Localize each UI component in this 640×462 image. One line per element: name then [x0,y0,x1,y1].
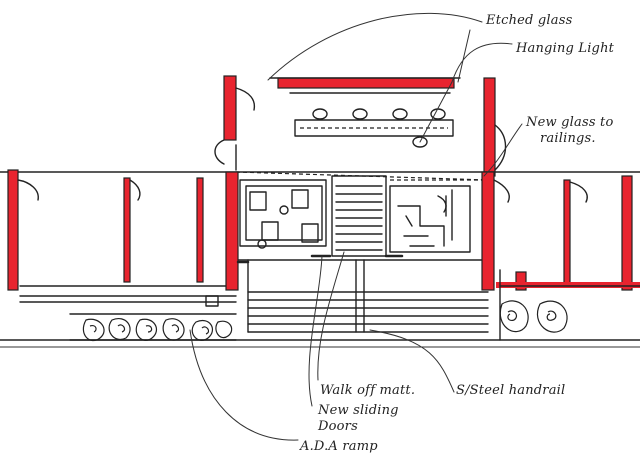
etched-glass-wall [277,77,455,89]
planting-left [82,318,233,342]
pier-entry-left [225,171,239,291]
right-wall-strip [496,282,640,288]
planting-right [499,300,568,333]
leader-hanging-light-2 [457,29,471,83]
upper-bay [214,75,507,177]
pier-right-1 [515,271,527,291]
label-ss-handrail: S/Steel handrail [456,383,565,398]
leader-ada-ramp [189,329,299,441]
seating-group [239,179,327,249]
annotations: Etched glass Hanging Light New glass to … [299,13,615,454]
leader-sliding-doors [308,255,323,407]
leader-new-glass [483,123,523,177]
front-steps [247,259,489,333]
pier-right-2 [563,179,571,285]
pier-entry-right [481,171,495,291]
sliding-doors [236,254,404,264]
label-etched-glass: Etched glass [485,13,573,28]
right-pier-upper [483,77,496,177]
left-pier-upper [223,75,237,141]
pier-far-left [7,169,19,291]
leader-lines [189,12,523,441]
label-new-sliding-2: Doors [317,419,358,434]
leader-handrail [369,329,455,393]
label-walk-off-matt: Walk off matt. [320,383,415,398]
leader-walk-off-matt [317,251,345,381]
leader-hanging-light-3 [419,81,453,143]
hanging-light-table [294,108,454,148]
label-hanging-light: Hanging Light [515,41,615,56]
pier-left-mid [123,177,131,283]
central-stair [331,175,387,257]
pier-far-right [621,175,633,291]
pier-left-inner [196,177,204,283]
leader-etched-glass [267,12,483,81]
label-new-glass-1: New glass to [525,115,613,130]
label-new-sliding-1: New sliding [317,403,399,418]
right-stair [389,179,482,253]
label-ada-ramp: A.D.A ramp [299,439,378,454]
label-new-glass-2: railings. [540,131,596,146]
leader-hanging-light-1 [451,42,513,83]
